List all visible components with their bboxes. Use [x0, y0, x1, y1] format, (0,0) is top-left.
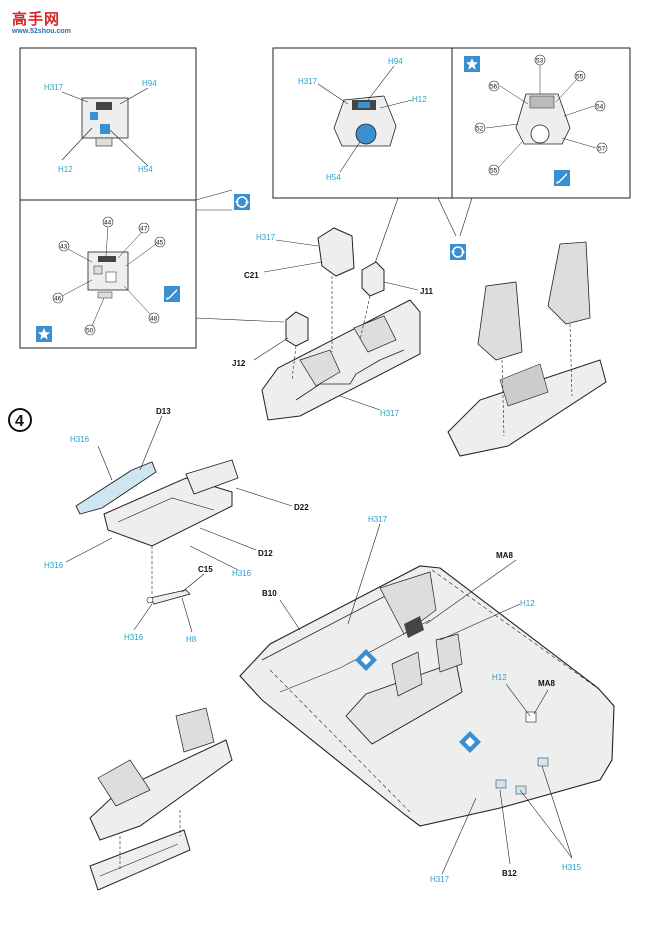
- gear-bay-part-d13: [75, 461, 157, 515]
- star-icon: [36, 326, 52, 342]
- paint-code-h12-d: H12: [492, 673, 507, 682]
- step-number-badge: [8, 408, 32, 432]
- instrument-panel-part-c21: [317, 227, 355, 277]
- decal-number-55-top: 55: [576, 74, 584, 81]
- gear-bay-part-d12: [103, 477, 233, 547]
- step-number: 4: [15, 413, 24, 430]
- paint-code-h316-c: H316: [232, 569, 252, 578]
- paint-code-h12-b: H12: [412, 95, 427, 104]
- part-label-b10: B10: [262, 589, 277, 598]
- decal-number-55-bottom: 55: [490, 168, 498, 175]
- star-icon: [464, 56, 480, 72]
- paint-code-h317-b: H317: [298, 77, 318, 86]
- part-label-j11: J11: [420, 287, 433, 296]
- decal-number-50: 50: [86, 328, 94, 335]
- brush-icon: [164, 286, 180, 302]
- brush-icon: [554, 170, 570, 186]
- assembled-cockpit-drawing: [447, 241, 607, 457]
- part-label-d22: D22: [294, 503, 309, 512]
- gear-bay-part-d22: [185, 459, 239, 495]
- paint-code-h317-e: H317: [368, 515, 388, 524]
- paint-code-h317-a: H317: [44, 83, 64, 92]
- watermark-url: www.52shou.com: [12, 28, 71, 35]
- seat-part-j12: [285, 311, 309, 347]
- watermark: 高手网 www.52shou.com: [6, 6, 76, 40]
- paint-code-h12-c: H12: [520, 599, 535, 608]
- paint-code-h317-d: H317: [380, 409, 400, 418]
- part-label-d13: D13: [156, 407, 171, 416]
- instrument-panel-drawing-b: [87, 251, 129, 299]
- rotate-arrows-icon: [449, 243, 467, 261]
- control-stick-part-j11: [361, 261, 385, 297]
- decal-number-53: 53: [536, 58, 544, 65]
- decal-number-46: 46: [54, 296, 62, 303]
- part-label-j12: J12: [232, 359, 246, 368]
- decal-number-43: 43: [60, 244, 68, 251]
- paint-code-h54-b: H54: [326, 173, 341, 182]
- part-label-d12: D12: [258, 549, 273, 558]
- part-label-ma8-a: MA8: [496, 551, 513, 560]
- rotate-arrows-icon: [233, 193, 251, 211]
- paint-code-h315: H315: [562, 863, 582, 872]
- part-label-c15: C15: [198, 565, 213, 574]
- decal-number-44: 44: [104, 220, 112, 227]
- paint-code-h94-a: H94: [142, 79, 157, 88]
- decal-number-56: 56: [490, 84, 498, 91]
- paint-code-h54-a: H54: [138, 165, 153, 174]
- paint-code-h316-a: H316: [70, 435, 90, 444]
- paint-code-h94-b: H94: [388, 57, 403, 66]
- paint-code-h317-f: H317: [430, 875, 450, 884]
- decal-number-52: 52: [476, 126, 484, 133]
- instrument-panel-drawing-d: [515, 93, 571, 145]
- decal-number-57: 57: [598, 146, 606, 153]
- watermark-title: 高手网: [12, 11, 61, 28]
- instrument-panel-drawing-c: [333, 95, 397, 147]
- part-label-ma8-b: MA8: [538, 679, 555, 688]
- retract-link-part-c15: [146, 589, 191, 605]
- decal-number-48: 48: [150, 316, 158, 323]
- instrument-panel-drawing-a: [81, 97, 129, 147]
- paint-code-h316-d: H316: [124, 633, 144, 642]
- cockpit-assembly-drawing: [345, 633, 463, 745]
- paint-code-h316-b: H316: [44, 561, 64, 570]
- decal-number-47: 47: [140, 226, 148, 233]
- paint-code-h12-a: H12: [58, 165, 73, 174]
- cockpit-tub-part: [261, 299, 421, 421]
- decal-number-45: 45: [156, 240, 164, 247]
- decal-number-54: 54: [596, 104, 604, 111]
- part-label-c21: C21: [244, 271, 259, 280]
- paint-code-h317-c: H317: [256, 233, 276, 242]
- paint-code-h8: H8: [186, 635, 197, 644]
- part-label-b12: B12: [502, 869, 517, 878]
- assembled-tub-with-gear-bay: [89, 707, 233, 891]
